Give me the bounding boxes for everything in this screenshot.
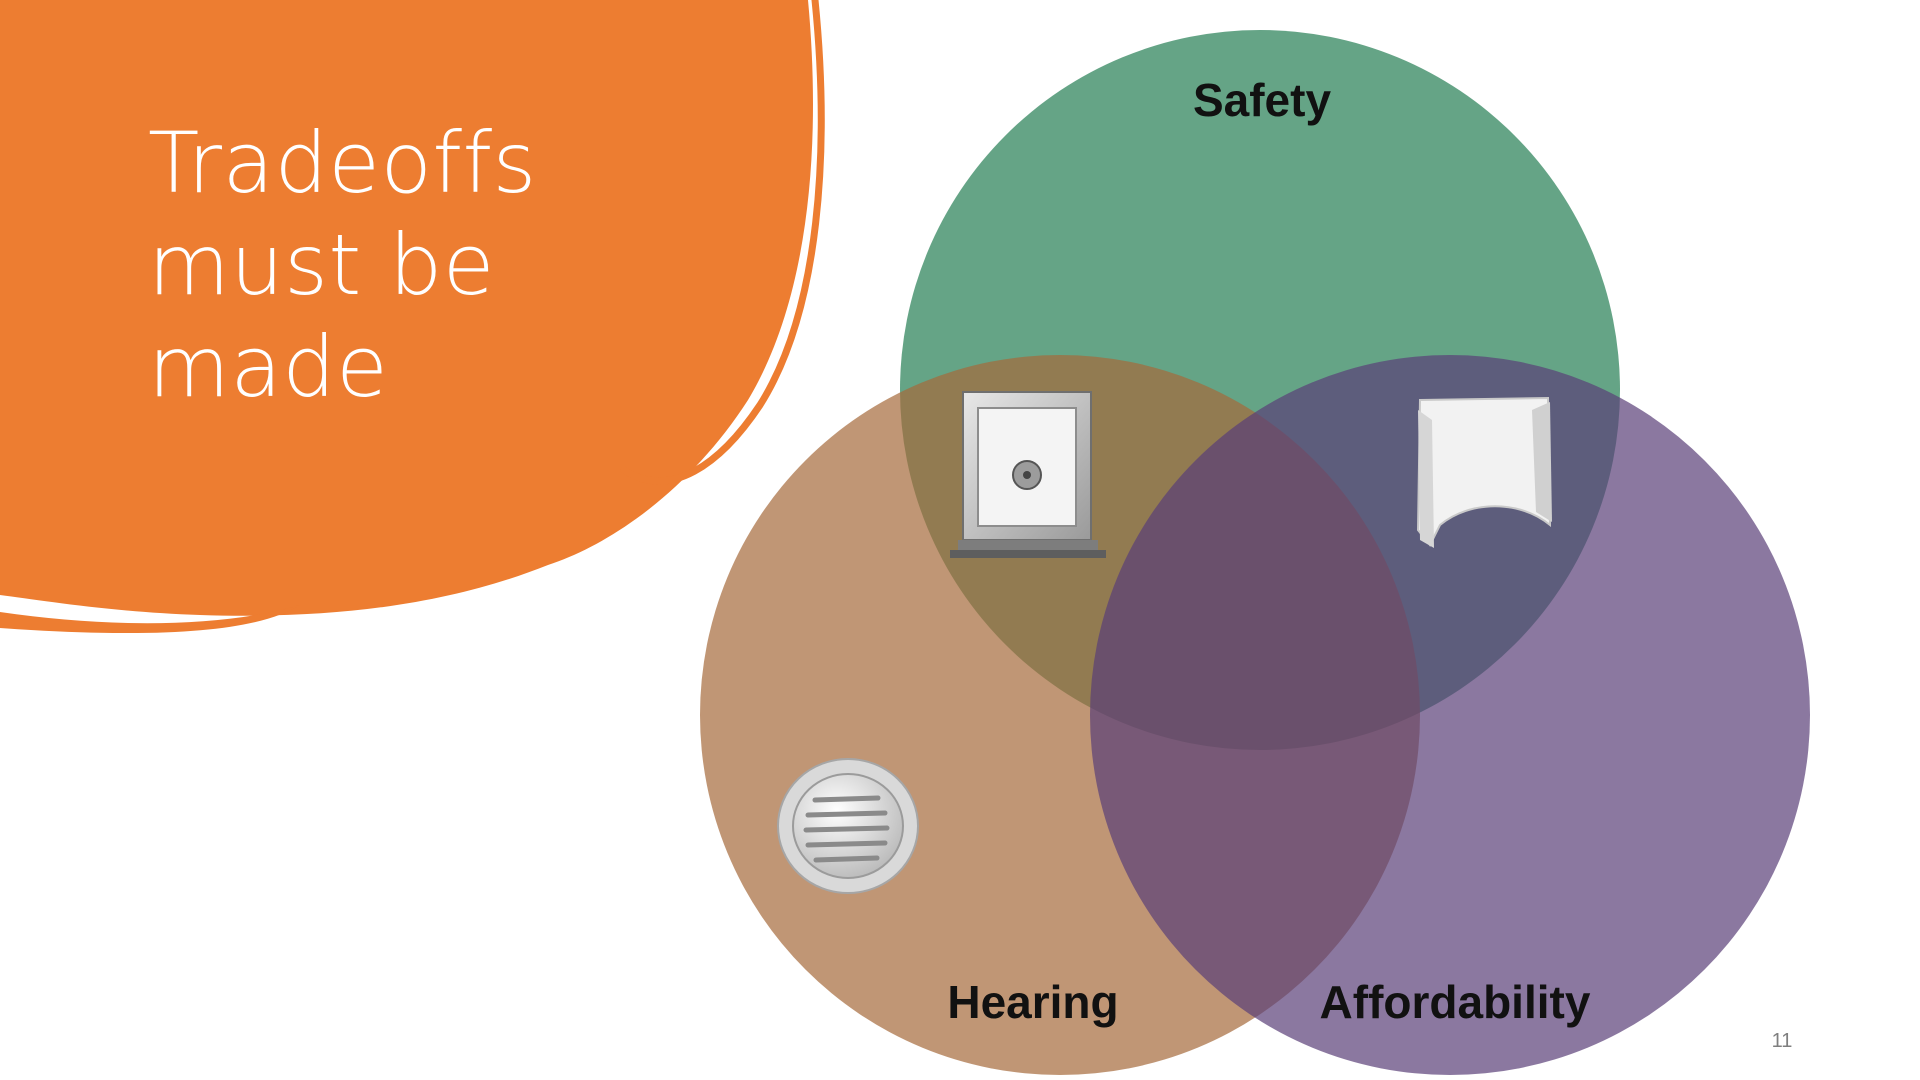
title-line-2: must be [148,216,495,314]
acrylic-shield-icon [1416,396,1552,548]
title-line-3: made [148,318,389,416]
orange-swoosh-bottom [0,605,300,634]
affordability-label: Affordability [1320,976,1591,1028]
page-number: 11 [1771,1030,1793,1052]
orange-swoosh-right [620,0,825,485]
title-line-1: Tradeoffs [148,114,537,212]
hearing-label: Hearing [947,976,1118,1028]
speaker-grille-icon [777,758,919,894]
slide-title: Tradeoffs must be made [148,112,668,418]
security-window-icon [950,391,1106,558]
affordability-circle [1090,355,1810,1075]
safety-label: Safety [1193,74,1331,126]
orange-blob [0,0,813,616]
